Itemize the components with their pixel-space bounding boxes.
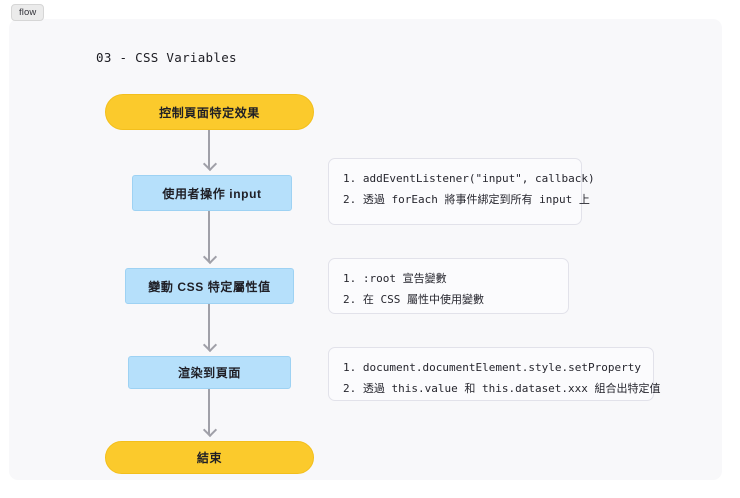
diagram-card: 03 - CSS Variables 控制頁面特定效果 使用者操作 input … xyxy=(9,19,722,480)
note-line: 2. 在 CSS 屬性中使用變數 xyxy=(343,293,484,306)
arrow-start-to-input xyxy=(208,130,210,168)
arrow-change-to-render xyxy=(208,304,210,349)
note-line: 1. document.documentElement.style.setPro… xyxy=(343,361,642,374)
note-line: 2. 透過 this.value 和 this.dataset.xxx 組合出特… xyxy=(343,382,661,395)
note-line: 2. 透過 forEach 將事件綁定到所有 input 上 xyxy=(343,193,590,206)
flow-node-start[interactable]: 控制頁面特定效果 xyxy=(105,94,314,130)
flow-node-end[interactable]: 結束 xyxy=(105,441,314,474)
note-css-variables[interactable]: 1. :root 宣告變數 2. 在 CSS 屬性中使用變數 xyxy=(328,258,569,314)
note-line: 1. :root 宣告變數 xyxy=(343,272,447,285)
arrow-render-to-end xyxy=(208,389,210,434)
flow-node-render-to-page[interactable]: 渲染到頁面 xyxy=(128,356,291,389)
flow-tab[interactable]: flow xyxy=(11,4,45,21)
flow-node-user-input[interactable]: 使用者操作 input xyxy=(132,175,292,211)
note-event-binding[interactable]: 1. addEventListener("input", callback) 2… xyxy=(328,158,595,225)
note-set-property[interactable]: 1. document.documentElement.style.setPro… xyxy=(328,347,661,401)
arrow-input-to-change xyxy=(208,211,210,261)
flow-tab-label: flow xyxy=(19,7,37,18)
page-title: 03 - CSS Variables xyxy=(96,50,237,65)
note-line: 1. addEventListener("input", callback) xyxy=(343,172,595,185)
flow-node-change-css-property[interactable]: 變動 CSS 特定屬性值 xyxy=(125,268,294,304)
flowchart-canvas[interactable]: 03 - CSS Variables 控制頁面特定效果 使用者操作 input … xyxy=(9,19,722,480)
